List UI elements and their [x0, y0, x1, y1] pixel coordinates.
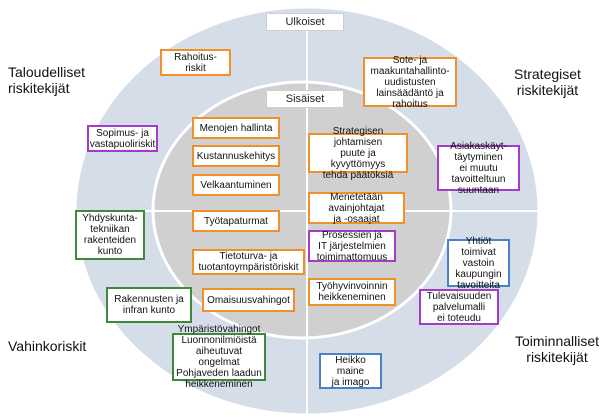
corner-line: riskitekijät — [8, 80, 70, 96]
zone-label-outer: Ulkoiset — [266, 13, 344, 31]
corner-label-operational: Toiminnalliset riskitekijät — [515, 333, 599, 365]
risk-box-strateginen: Strategisen johtamisen puute ja kyvyttöm… — [308, 126, 408, 181]
risk-box-asiakas: Asiakaskäyt- täytyminen ei muutu tavoitt… — [437, 141, 520, 196]
risk-box-sopimus: Sopimus- ja vastapuoliriskit — [87, 125, 158, 152]
risk-box-kustannus: Kustannuskehitys — [192, 145, 280, 167]
risk-box-tyotapaturmat: Työtapaturmat — [192, 210, 280, 232]
risk-box-tulevaisuuden: Tulevaisuuden palvelumalli ei toteudu — [419, 289, 499, 325]
risk-box-sote: Sote- ja maakuntahallinto- uudistusten l… — [363, 55, 457, 110]
corner-label-damage: Vahinkoriskit — [8, 338, 86, 354]
risk-box-rahoitusriskit: Rahoitus- riskit — [160, 49, 231, 76]
corner-line: Strategiset — [514, 66, 581, 82]
zone-label-inner: Sisäiset — [266, 90, 344, 108]
corner-line: Taloudelliset — [8, 64, 86, 80]
corner-line: Toiminnalliset — [515, 333, 600, 349]
corner-line: Vahinkoriskit — [8, 338, 87, 354]
risk-box-maine: Heikko maine ja imago — [319, 353, 382, 389]
risk-box-ymparisto: Ympäristövahingot Luonnonilmiöistä aiheu… — [172, 324, 266, 390]
risk-box-rakennukset: Rakennusten ja infran kunto — [106, 287, 192, 323]
corner-line: riskitekijät — [516, 82, 579, 98]
risk-box-prosessien: Prosessien ja IT järjestelmien toimimatt… — [308, 230, 396, 263]
risk-box-menojen: Menojen hallinta — [192, 117, 280, 139]
risk-box-yhdyskunta: Yhdyskunta- tekniikan rakenteiden kunto — [75, 210, 145, 260]
risk-box-yhtiot: Yhtiöt toimivat vastoin kaupungin tavoit… — [447, 236, 510, 291]
risk-box-tietoturva: Tietoturva- ja tuotantoympäristöriskit — [192, 249, 305, 275]
corner-line: riskitekijät — [526, 349, 588, 365]
corner-label-financial: Taloudelliset riskitekijät — [8, 64, 85, 96]
risk-box-omaisuus: Omaisuusvahingot — [202, 288, 295, 312]
risk-box-menetetaan: Menetetään avainjohtajat ja -osaajat — [308, 192, 405, 225]
corner-label-strategic: Strategiset riskitekijät — [514, 66, 581, 98]
risk-box-tyohyvinvointi: Työhyvinvoinnin heikkeneminen — [308, 278, 396, 306]
risk-box-velka: Velkaantuminen — [192, 174, 280, 196]
